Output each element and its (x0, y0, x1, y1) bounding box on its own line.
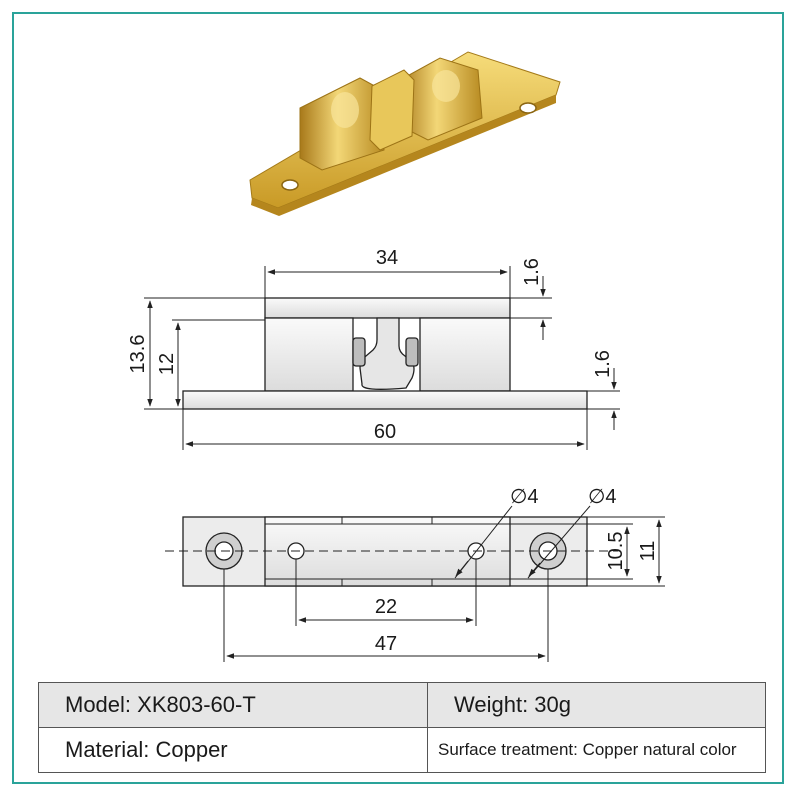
technical-drawing: 34 1.6 13.6 12 1.6 60 (127, 51, 665, 662)
spec-weight: Weight: 30g (427, 682, 766, 728)
dim-base-thickness: 1.6 (592, 350, 614, 378)
spec-row: Material: Copper Surface treatment: Copp… (38, 727, 766, 773)
photo-left-hole (281, 179, 299, 191)
dim-overall-length: 60 (374, 421, 396, 443)
dim-inner-hole-spacing: 22 (375, 596, 397, 618)
dim-inner-width: 10.5 (605, 532, 627, 571)
photo-right-hole (519, 102, 537, 114)
dim-plate-thickness-top: 1.6 (521, 258, 543, 286)
top-view-dimensions (165, 505, 665, 662)
dim-overall-height: 13.6 (127, 335, 149, 374)
spec-surface-treatment: Surface treatment: Copper natural color (427, 727, 766, 773)
side-view (182, 297, 588, 410)
dim-hole-diameter-left: ∅4 (510, 486, 539, 508)
spec-material: Material: Copper (38, 727, 428, 773)
spec-row: Model: XK803-60-T Weight: 30g (38, 682, 766, 728)
dim-hole-diameter-right: ∅4 (588, 486, 617, 508)
dim-outer-width: 11 (637, 541, 659, 562)
dim-inner-height: 12 (156, 353, 178, 375)
dim-top-width: 34 (376, 247, 398, 269)
page-frame (12, 12, 784, 784)
side-view-dimensions (144, 266, 620, 450)
spec-table: Model: XK803-60-T Weight: 30g Material: … (38, 682, 766, 773)
dim-outer-hole-spacing: 47 (375, 633, 397, 655)
spec-model: Model: XK803-60-T (38, 682, 428, 728)
product-photo (249, 51, 561, 216)
